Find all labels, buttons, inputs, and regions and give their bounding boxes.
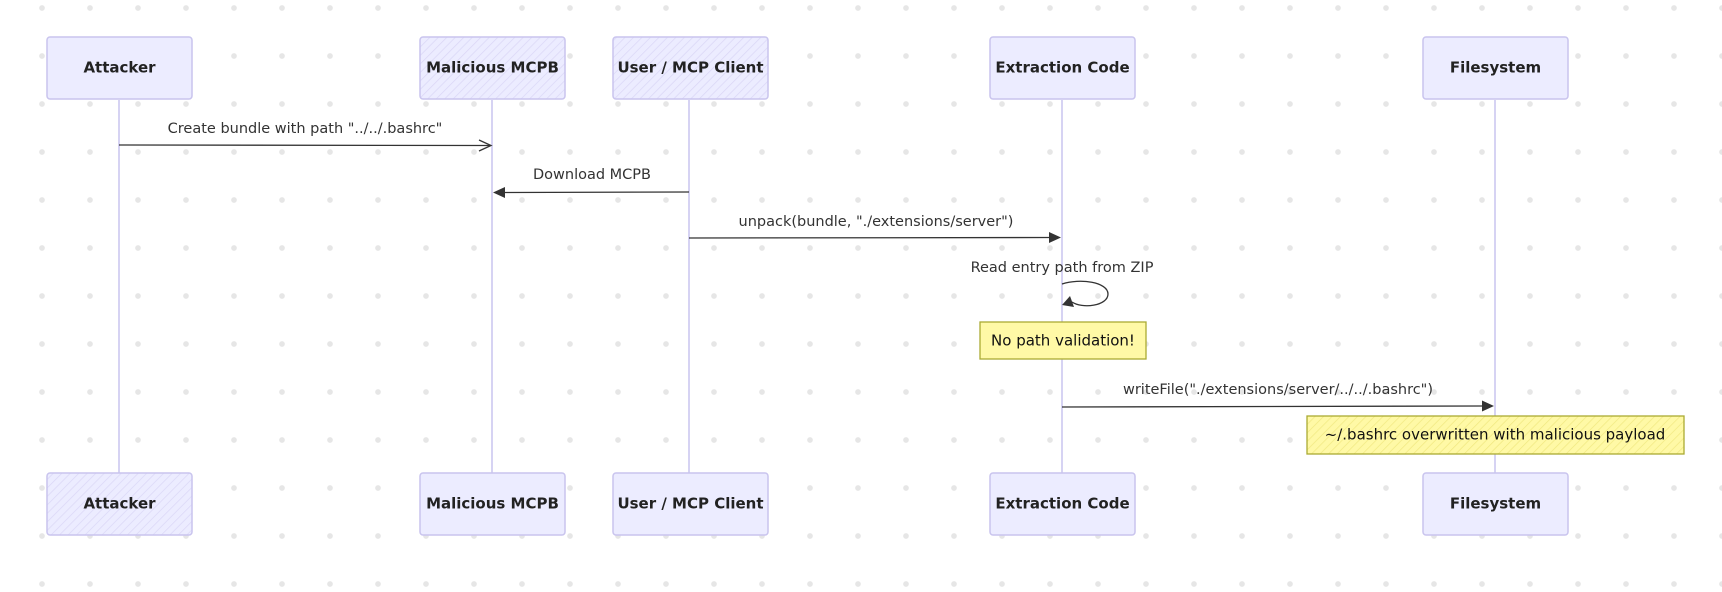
note-text: ~/.bashrc overwritten with malicious pay… (1325, 426, 1666, 444)
participant-filesystem-bottom[interactable]: Filesystem (1422, 472, 1569, 536)
solid-arrowhead (1482, 400, 1494, 412)
solid-arrowhead (493, 187, 505, 198)
participant-user-mcp-client-bottom[interactable]: User / MCP Client (612, 472, 769, 536)
participant-user-mcp-client-top[interactable]: User / MCP Client (612, 36, 769, 100)
participant-label: Extraction Code (995, 59, 1129, 77)
message-line (688, 236, 1051, 239)
participant-label: Filesystem (1450, 495, 1541, 513)
message-write-file[interactable]: writeFile("./extensions/server/../../.ba… (1061, 382, 1494, 412)
participant-filesystem-top[interactable]: Filesystem (1422, 36, 1569, 100)
participant-label: Malicious MCPB (426, 59, 559, 77)
message-label: Create bundle with path "../../.bashrc" (168, 121, 443, 137)
solid-arrowhead (1062, 296, 1074, 307)
message-unpack[interactable]: unpack(bundle, "./extensions/server") (688, 214, 1061, 243)
participant-label: Malicious MCPB (426, 495, 559, 513)
participant-label: Filesystem (1450, 59, 1541, 77)
message-line (118, 144, 491, 147)
note-text: No path validation! (991, 332, 1135, 350)
note-no-path-validation: No path validation! (979, 321, 1147, 360)
participant-label: User / MCP Client (617, 495, 763, 513)
message-read-entry-path[interactable]: Read entry path from ZIP (971, 260, 1154, 307)
participant-extraction-code-bottom[interactable]: Extraction Code (989, 472, 1136, 536)
participant-malicious-mcpb-bottom[interactable]: Malicious MCPB (419, 472, 566, 536)
message-label: writeFile("./extensions/server/../../.ba… (1123, 382, 1433, 398)
message-create-bundle[interactable]: Create bundle with path "../../.bashrc" (118, 121, 493, 152)
participant-malicious-mcpb-top[interactable]: Malicious MCPB (419, 36, 566, 100)
participant-attacker-top[interactable]: Attacker (46, 36, 193, 100)
participant-attacker-bottom[interactable]: Attacker (46, 472, 193, 536)
note-bashrc-overwritten: ~/.bashrc overwritten with malicious pay… (1306, 415, 1685, 455)
participant-extraction-code-top[interactable]: Extraction Code (989, 36, 1136, 100)
message-label: Read entry path from ZIP (971, 260, 1154, 276)
self-loop (1061, 280, 1109, 307)
message-download-mcpb[interactable]: Download MCPB (493, 167, 690, 198)
message-label: unpack(bundle, "./extensions/server") (739, 214, 1014, 230)
solid-arrowhead (1049, 232, 1061, 243)
participant-label: Attacker (83, 59, 156, 77)
participant-label: Attacker (83, 495, 156, 513)
participant-label: Extraction Code (995, 495, 1129, 513)
open-arrowhead (478, 139, 493, 152)
message-line (1061, 405, 1483, 408)
participant-label: User / MCP Client (617, 59, 763, 77)
lifelines (118, 100, 1496, 474)
message-label: Download MCPB (533, 167, 651, 183)
message-line (503, 191, 690, 194)
